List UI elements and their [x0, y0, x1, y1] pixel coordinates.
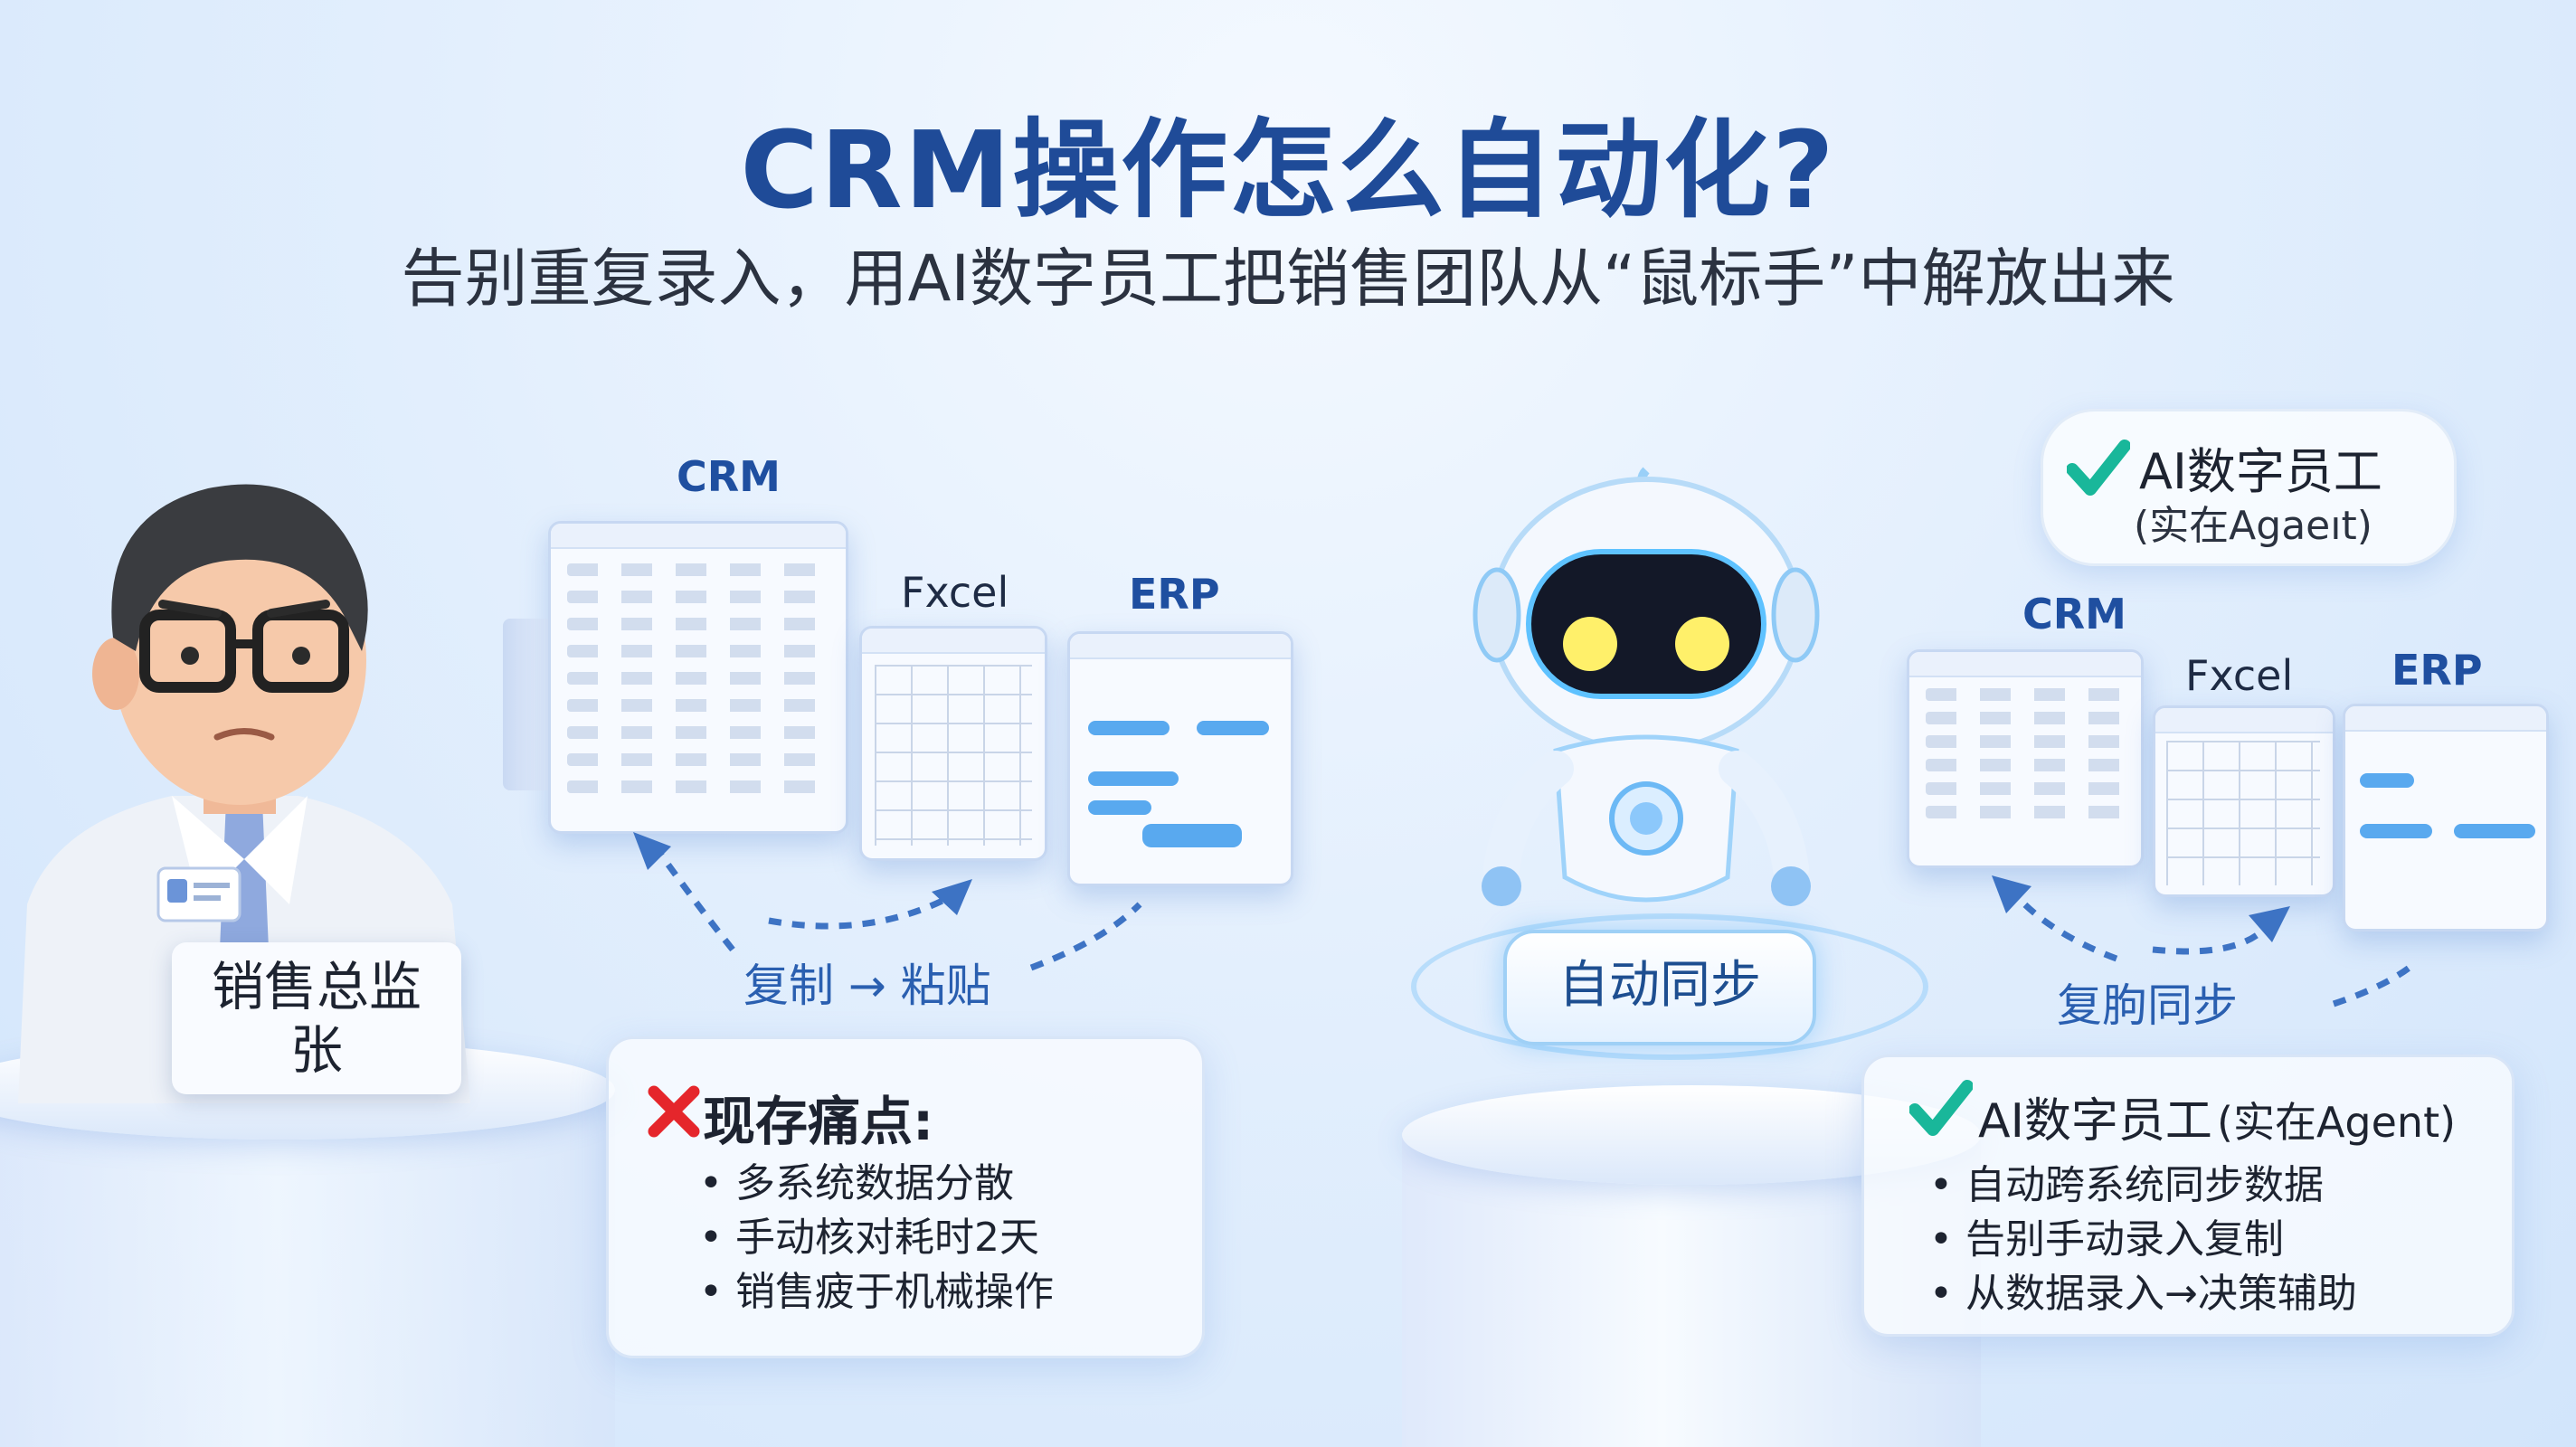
right-erp-label: ERP [2391, 646, 2483, 695]
right-excel-label: Fxcel [2185, 651, 2294, 700]
right-erp-window [2343, 704, 2549, 932]
left-flow-label: 复制 → 粘贴 [743, 960, 991, 1012]
ai-badge-subtitle: (实在Agaeıt) [2134, 503, 2372, 549]
pain-points-panel: 现存痛点: • 多系统数据分散 • 手动核对耗时2天 • 销售疲于机械操作 [606, 1036, 1205, 1358]
list-item: • 销售疲于机械操作 [699, 1269, 1054, 1315]
name-card-name: 张 [289, 1019, 343, 1081]
left-erp-label: ERP [1129, 570, 1220, 619]
benefits-title: AI数字员工 [1978, 1094, 2212, 1149]
left-crm-label: CRM [677, 452, 781, 501]
page-title: CRM操作怎么自动化? [740, 108, 1836, 232]
check-icon [1909, 1080, 1973, 1136]
list-item: • 从数据录入→决策辅助 [1929, 1271, 2357, 1317]
pain-points-title: 现存痛点: [703, 1091, 934, 1152]
right-sync-arrows [1992, 875, 2418, 1007]
name-card-title: 销售总监 [211, 956, 421, 1017]
ai-employee-badge: AI数字员工 (实在Agaeıt) [2041, 409, 2457, 566]
robot-glow-ring [1411, 913, 1928, 1060]
pain-points-list: • 多系统数据分散 • 手动核对耗时2天 • 销售疲于机械操作 [699, 1157, 1054, 1319]
check-icon [2067, 440, 2130, 496]
list-item: • 自动跨系统同步数据 [1929, 1162, 2324, 1208]
left-crm-side-panel [503, 619, 554, 790]
left-copy-paste-arrows [633, 832, 1142, 971]
left-crm-window [548, 521, 848, 834]
right-flow-label: 复朐同步 [2057, 979, 2238, 1032]
benefits-list: • 自动跨系统同步数据 • 告别手动录入复制 • 从数据录入→决策辅助 [1929, 1159, 2357, 1321]
ai-badge-title: AI数字员工 [2139, 443, 2382, 500]
right-crm-label: CRM [2022, 590, 2126, 638]
left-pedestal [0, 1085, 615, 1447]
left-excel-window [859, 626, 1047, 861]
right-excel-window [2153, 705, 2335, 897]
benefits-title-suffix: (实在Agent) [2217, 1098, 2457, 1147]
right-crm-window [1907, 649, 2144, 868]
auto-sync-button[interactable]: 自动同步 [1503, 930, 1816, 1045]
list-item: • 手动核对耗时2天 [699, 1215, 1039, 1261]
name-card: 销售总监 张 [172, 942, 461, 1094]
ai-robot-illustration [1473, 467, 1820, 906]
left-erp-window [1067, 631, 1293, 886]
list-item: • 告别手动录入复制 [1929, 1216, 2284, 1263]
left-excel-label: Fxcel [901, 568, 1009, 617]
cross-icon [648, 1085, 700, 1138]
page-subtitle: 告别重复录入，用AI数字员工把销售团队从“鼠标手”中解放出来 [401, 241, 2175, 316]
benefits-panel: AI数字员工 (实在Agent) • 自动跨系统同步数据 • 告别手动录入复制 … [1861, 1055, 2514, 1337]
list-item: • 多系统数据分散 [699, 1160, 1014, 1206]
